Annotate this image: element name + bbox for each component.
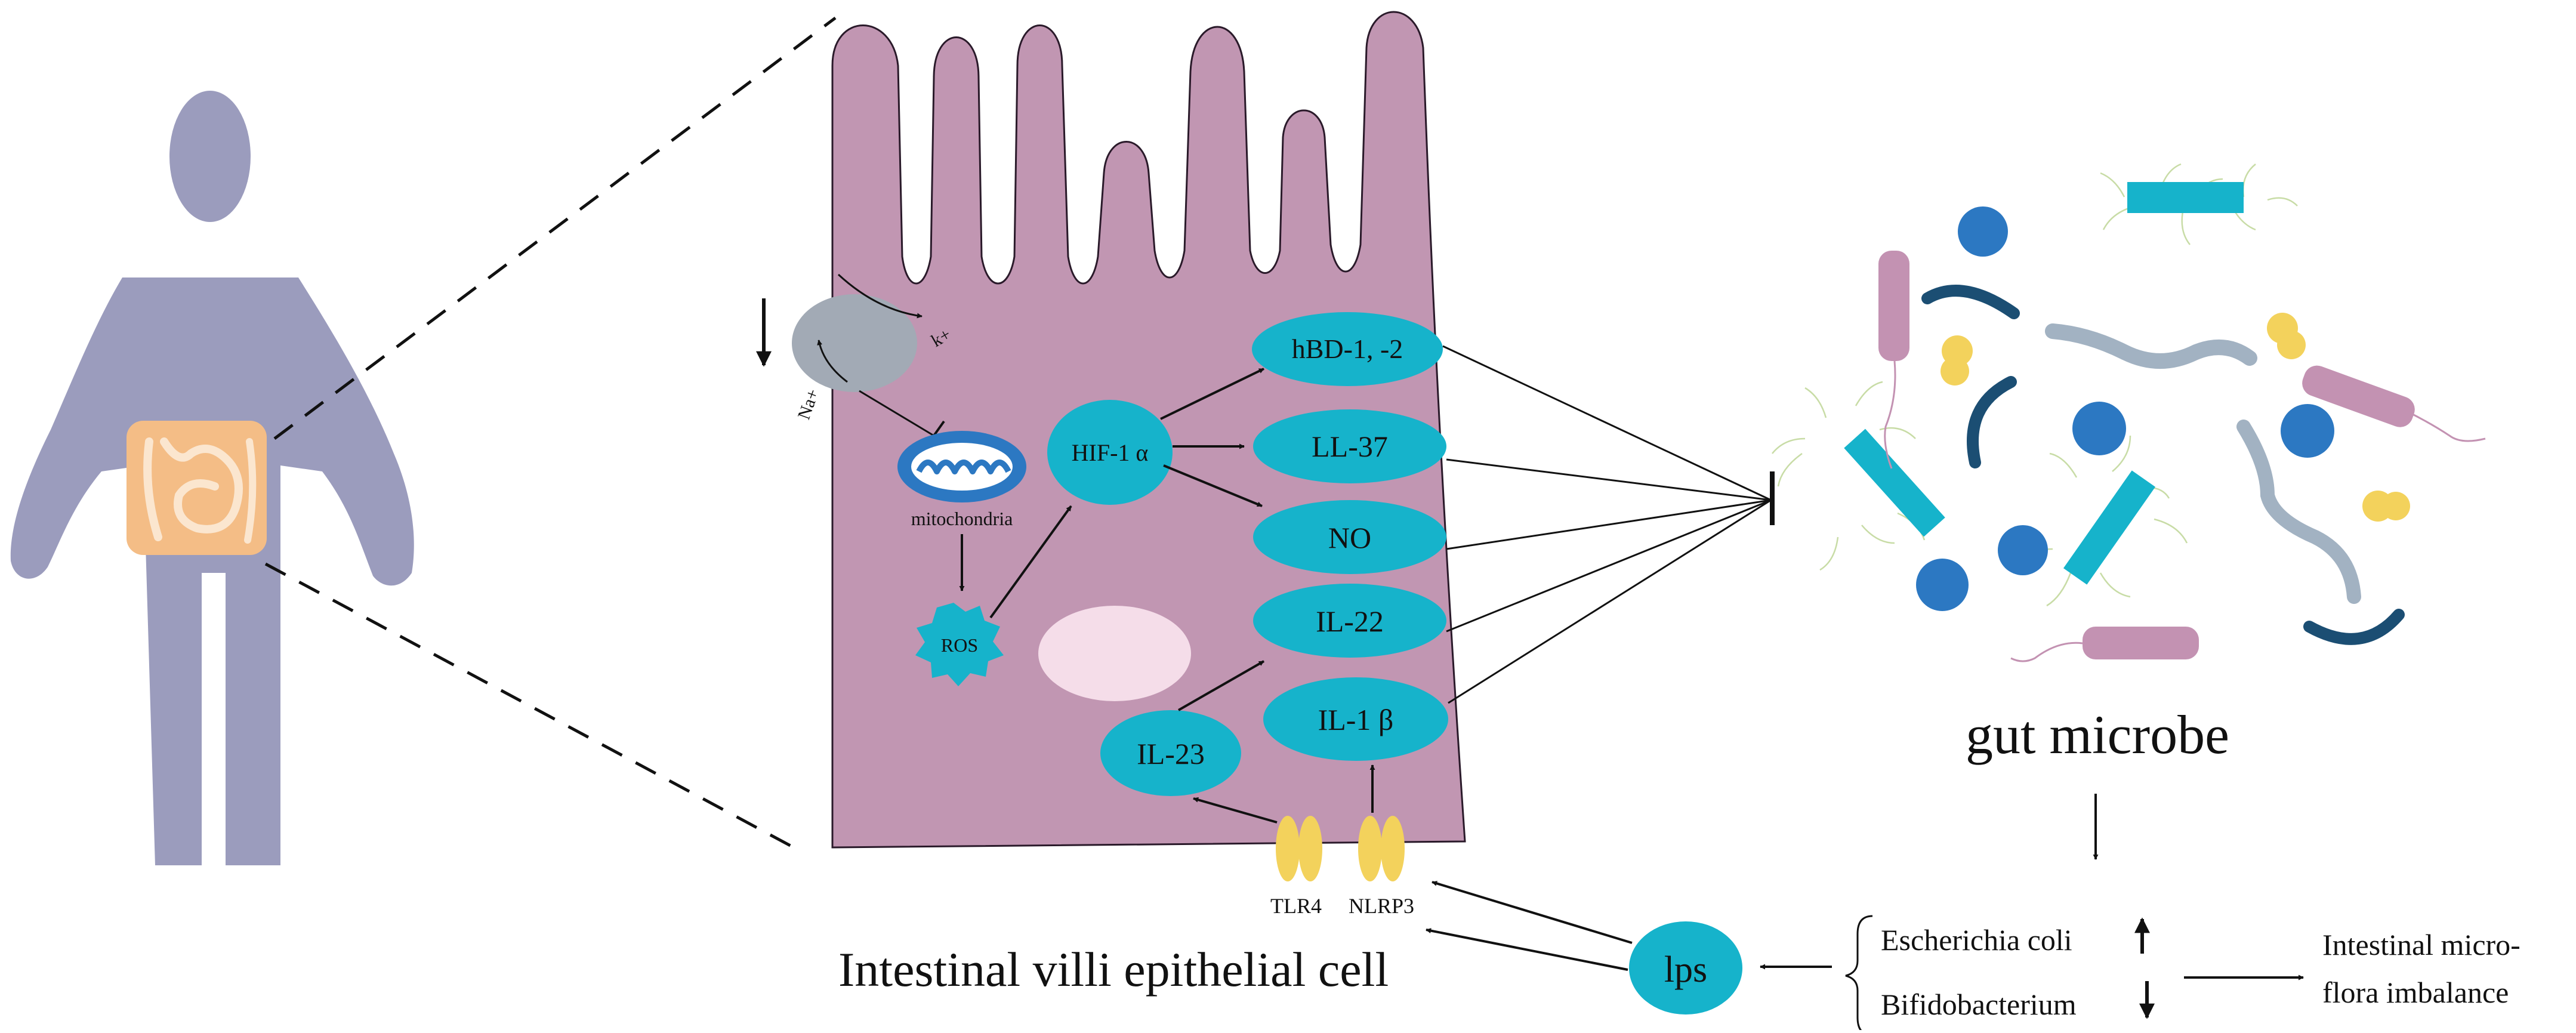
tlr4-to-il23-arrow <box>1193 797 1278 824</box>
no-node: NO <box>1253 500 1446 574</box>
hif-to-hbd-arrow <box>1160 368 1264 420</box>
zoom-line-bottom <box>264 562 795 849</box>
human-body <box>10 277 414 865</box>
potassium-flow-arrow <box>837 273 923 319</box>
il23-to-il22-arrow <box>1178 660 1264 711</box>
lps-node: lps <box>1629 921 1742 1015</box>
hbd-label: hBD-1, -2 <box>1292 334 1403 364</box>
il1b-label: IL-1 β <box>1318 703 1394 736</box>
lps-label: lps <box>1664 949 1707 990</box>
no-label: NO <box>1328 521 1371 554</box>
tlr4-label: TLR4 <box>1270 894 1322 918</box>
il22-label: IL-22 <box>1316 605 1384 638</box>
gut-microbes-cluster <box>1772 163 2486 662</box>
species-brace <box>1845 915 1873 1033</box>
gut-microbe-title: gut microbe <box>1966 704 2229 765</box>
ll37-node: LL-37 <box>1253 409 1446 483</box>
lps-to-tlr4-arrow <box>1432 881 1633 944</box>
inhibition-lines <box>1442 345 1775 704</box>
il22-node: IL-22 <box>1253 584 1446 658</box>
channel-to-mito-inhibition <box>859 390 934 437</box>
nucleus <box>1038 606 1191 701</box>
hif-node: HIF-1 α <box>1047 400 1173 505</box>
ros-node: ROS <box>915 603 1004 686</box>
ecoli-label: Escherichia coli <box>1881 923 2072 957</box>
na-label: Na+ <box>794 386 823 422</box>
ll37-label: LL-37 <box>1312 430 1388 463</box>
il23-label: IL-23 <box>1137 737 1205 770</box>
hbd-node: hBD-1, -2 <box>1252 312 1443 386</box>
nlrp3-label: NLRP3 <box>1349 894 1414 918</box>
tlr4-receptor: TLR4 <box>1270 816 1322 918</box>
sodium-flow-arrow <box>817 340 848 383</box>
zoom-line-top <box>273 17 837 440</box>
nlrp3-receptor: NLRP3 <box>1349 816 1414 918</box>
lps-to-cell-arrow <box>1426 928 1628 971</box>
imbalance-line1: Intestinal micro- <box>2322 928 2521 961</box>
mitochondria-label: mitochondria <box>911 508 1013 529</box>
mitochondria-icon <box>897 431 1026 502</box>
human-figure <box>10 91 414 865</box>
il23-node: IL-23 <box>1100 710 1241 796</box>
ros-to-hif-arrow <box>989 505 1072 619</box>
imbalance-line2: flora imbalance <box>2322 976 2509 1009</box>
il1b-node: IL-1 β <box>1263 677 1448 761</box>
hif-label: HIF-1 α <box>1072 439 1149 466</box>
intestine-icon <box>127 421 267 555</box>
cell-title: Intestinal villi epithelial cell <box>838 942 1389 997</box>
ion-channel <box>792 294 917 392</box>
ros-label: ROS <box>941 634 978 656</box>
bifido-label: Bifidobacterium <box>1881 988 2077 1021</box>
human-head <box>169 91 251 222</box>
hif-to-no-arrow <box>1163 464 1263 507</box>
